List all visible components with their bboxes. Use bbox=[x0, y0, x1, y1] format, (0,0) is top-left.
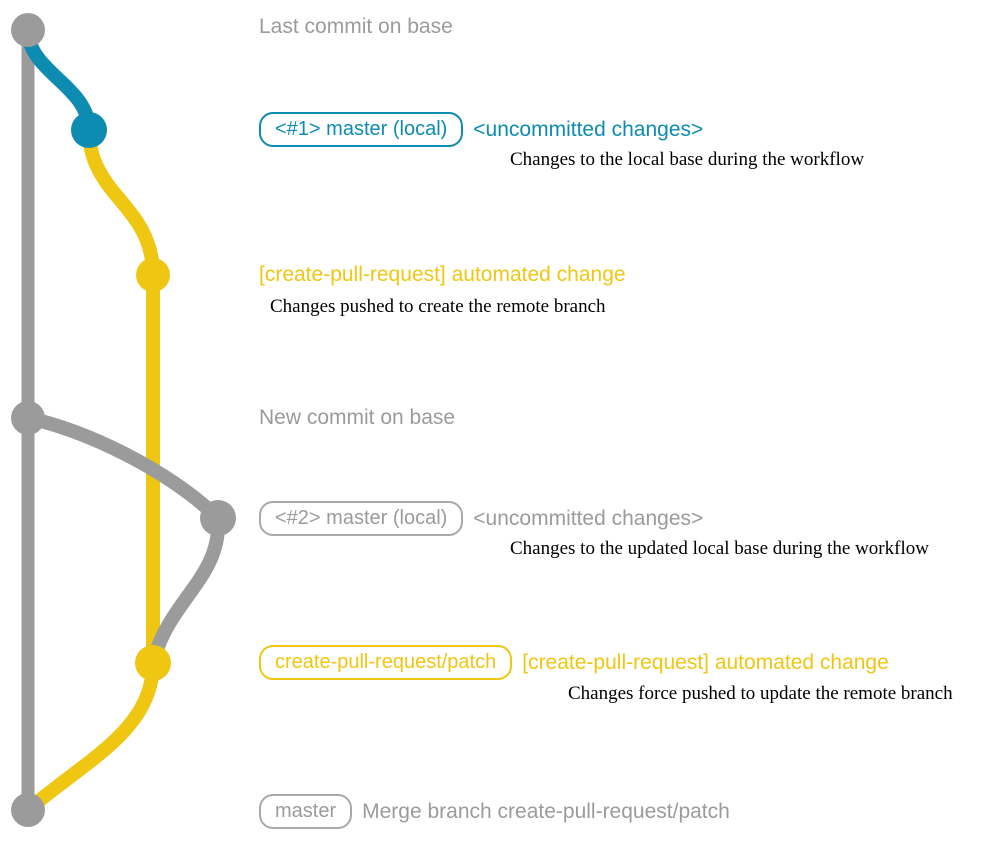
commit-node-local-2[interactable] bbox=[200, 500, 236, 536]
branch-badge-base-3[interactable]: master bbox=[259, 794, 353, 829]
commit-node-base-1[interactable] bbox=[11, 13, 45, 47]
commit-row-remote-2: create-pull-request/patch [create-pull-r… bbox=[259, 645, 889, 680]
commit-message-local-1: <uncommitted changes> bbox=[473, 117, 704, 141]
commit-row-local-1: <#1> master (local) <uncommitted changes… bbox=[259, 112, 703, 147]
commit-description-remote-1: Changes pushed to create the remote bran… bbox=[270, 296, 606, 317]
commit-node-base-2[interactable] bbox=[11, 401, 45, 435]
commit-message-base-3: Merge branch create-pull-request/patch bbox=[362, 799, 730, 823]
commit-row-remote-1: [create-pull-request] automated change bbox=[259, 264, 626, 286]
commit-message-local-2: <uncommitted changes> bbox=[473, 506, 704, 530]
commit-row-local-2: <#2> master (local) <uncommitted changes… bbox=[259, 501, 703, 536]
commit-node-remote-1[interactable] bbox=[136, 258, 170, 292]
commit-message-base-2: New commit on base bbox=[259, 406, 456, 429]
commit-description-local-2: Changes to the updated local base during… bbox=[510, 538, 929, 559]
commit-description-remote-2: Changes force pushed to update the remot… bbox=[568, 683, 953, 704]
commit-row-base-1: Last commit on base bbox=[259, 16, 453, 38]
commit-message-base-1: Last commit on base bbox=[259, 15, 453, 38]
commit-message-remote-1: [create-pull-request] automated change bbox=[259, 263, 626, 286]
edge-remote2-to-base3 bbox=[21, 656, 160, 817]
branch-badge-local-1[interactable]: <#1> master (local) bbox=[259, 112, 464, 147]
commit-row-base-3: master Merge branch create-pull-request/… bbox=[259, 794, 730, 829]
edge-local1-to-remote1 bbox=[82, 123, 160, 282]
edge-local2-to-remote2 bbox=[146, 511, 226, 670]
commit-description-local-1: Changes to the local base during the wor… bbox=[510, 149, 865, 170]
commit-node-remote-2[interactable] bbox=[135, 645, 171, 681]
branch-badge-local-2[interactable]: <#2> master (local) bbox=[259, 501, 464, 536]
commit-row-base-2: New commit on base bbox=[259, 407, 455, 429]
commit-node-base-3[interactable] bbox=[11, 793, 45, 827]
commit-message-remote-2: [create-pull-request] automated change bbox=[522, 650, 889, 674]
branch-badge-remote-2[interactable]: create-pull-request/patch bbox=[259, 645, 513, 680]
commit-node-local-1[interactable] bbox=[71, 112, 107, 148]
edge-base2-to-local2 bbox=[21, 411, 225, 525]
edge-base1-to-local1 bbox=[21, 23, 96, 137]
